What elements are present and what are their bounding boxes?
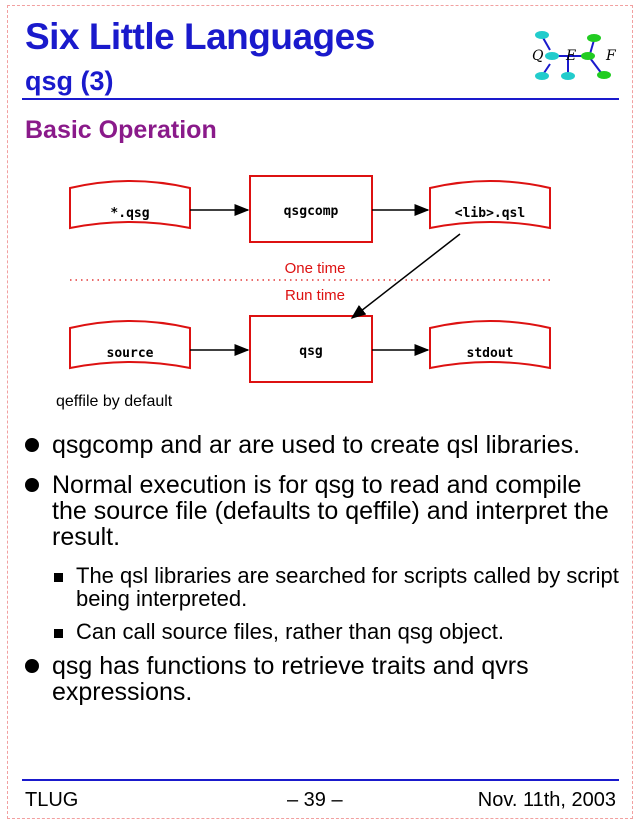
one-time-label: One time: [285, 260, 346, 277]
sub-bullet-item: The qsl libraries are searched for scrip…: [22, 564, 622, 610]
qsgcomp-node: [249, 175, 373, 243]
source-label: source: [107, 346, 154, 361]
footer-date: Nov. 11th, 2003: [477, 789, 616, 811]
logo-letter-q: Q: [532, 48, 544, 64]
bullet-item: qsgcomp and ar are used to create qsl li…: [22, 432, 622, 458]
bullet-text: qsgcomp and ar are used to create qsl li…: [52, 431, 581, 459]
lib-qsl-node: [429, 180, 551, 230]
qsg-file-node: [69, 180, 191, 230]
sub-bullet-text: The qsl libraries are searched for scrip…: [76, 563, 619, 611]
logo-letter-f: F: [605, 48, 617, 64]
footer-rule: [22, 779, 619, 781]
bullet-dot: [25, 659, 39, 673]
slide-subtitle: qsg (3): [25, 66, 114, 96]
qsg-node: [249, 315, 373, 383]
qef-logo: Q E F: [532, 31, 617, 80]
qsg-file-label: *.qsg: [110, 206, 149, 221]
section-title: Basic Operation: [25, 116, 217, 144]
header-rule: [22, 98, 619, 100]
source-note: qeffile by default: [56, 393, 173, 410]
sub-bullet-square: [54, 573, 63, 582]
stdout-node: [429, 320, 551, 370]
flow-diagram: *.qsg qsgcomp <lib>.qsl source qsg stdou…: [56, 175, 551, 410]
footer-org: TLUG: [25, 789, 79, 811]
footer-page-number: – 39 –: [287, 789, 343, 811]
source-node: [69, 320, 191, 370]
slide-frame: [7, 5, 633, 819]
bullet-text: qsg has functions to retrieve traits and…: [52, 652, 529, 706]
logo-letter-e: E: [565, 48, 576, 64]
sub-bullet-square: [54, 629, 63, 638]
bullet-list: qsgcomp and ar are used to create qsl li…: [22, 432, 622, 719]
run-time-label: Run time: [285, 287, 345, 304]
bullet-item: qsg has functions to retrieve traits and…: [22, 653, 622, 705]
sub-bullet-text: Can call source files, rather than qsg o…: [76, 619, 505, 644]
lib-qsl-label: <lib>.qsl: [455, 206, 525, 221]
qsg-label: qsg: [299, 344, 322, 359]
qsgcomp-label: qsgcomp: [284, 204, 339, 219]
stdout-label: stdout: [467, 346, 514, 361]
slide-title: Six Little Languages: [25, 16, 375, 57]
arrow-lib-to-qsg: [350, 233, 461, 319]
bullet-dot: [25, 438, 39, 452]
bullet-item: Normal execution is for qsg to read and …: [22, 472, 622, 550]
bullet-dot: [25, 478, 39, 492]
bullet-text: Normal execution is for qsg to read and …: [52, 471, 609, 551]
sub-bullet-item: Can call source files, rather than qsg o…: [22, 620, 622, 643]
